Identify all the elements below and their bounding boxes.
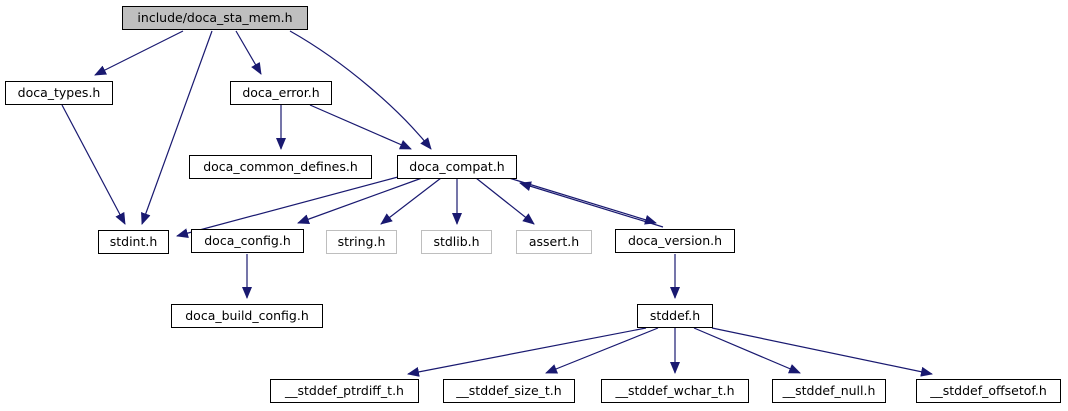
edge-root-to-doca_compat xyxy=(289,30,432,150)
edge-doca_types-to-stdint xyxy=(61,104,126,225)
edge-root-to-stdint xyxy=(141,30,213,225)
edge-doca_compat-to-doca_version xyxy=(508,177,657,225)
edge-doca_compat-to-string xyxy=(380,177,442,225)
edge-root-to-doca_error xyxy=(235,30,262,75)
node-string: string.h xyxy=(326,230,397,254)
edge-stddef-to-stddef_ptrdiff xyxy=(407,327,647,377)
edge-stddef-to-stddef_null xyxy=(693,327,801,374)
node-doca_error[interactable]: doca_error.h xyxy=(230,81,332,105)
node-doca_version[interactable]: doca_version.h xyxy=(615,229,735,253)
node-stddef_null[interactable]: __stddef_null.h xyxy=(772,379,886,403)
node-stddef_ptrdiff[interactable]: __stddef_ptrdiff_t.h xyxy=(270,379,419,403)
node-root: include/doca_sta_mem.h xyxy=(122,6,308,30)
node-stddef_wchar[interactable]: __stddef_wchar_t.h xyxy=(601,379,749,403)
node-doca_compat[interactable]: doca_compat.h xyxy=(397,155,517,179)
node-doca_config[interactable]: doca_config.h xyxy=(191,229,304,253)
node-stddef[interactable]: stddef.h xyxy=(637,304,713,328)
edge-doca_compat-to-doca_config xyxy=(297,177,423,224)
node-stdint[interactable]: stdint.h xyxy=(98,230,169,254)
node-doca_build_config[interactable]: doca_build_config.h xyxy=(171,304,323,328)
edge-root-to-doca_types xyxy=(94,30,184,76)
node-stddef_offsetof[interactable]: __stddef_offsetof.h xyxy=(916,379,1061,403)
edge-doca_compat-to-assert xyxy=(475,177,535,225)
edge-stddef-to-stddef_offsetof xyxy=(711,327,933,377)
edge-stddef-to-stddef_size xyxy=(545,327,659,374)
node-assert: assert.h xyxy=(516,230,592,254)
node-stdlib: stdlib.h xyxy=(421,230,492,254)
edge-doca_compat-to-stdint xyxy=(176,176,399,238)
node-doca_common_defines[interactable]: doca_common_defines.h xyxy=(189,155,372,179)
node-doca_types[interactable]: doca_types.h xyxy=(5,81,113,105)
edge-doca_version-to-doca_compat xyxy=(519,181,664,228)
node-stddef_size[interactable]: __stddef_size_t.h xyxy=(443,379,575,403)
edge-doca_error-to-doca_compat xyxy=(309,104,412,150)
